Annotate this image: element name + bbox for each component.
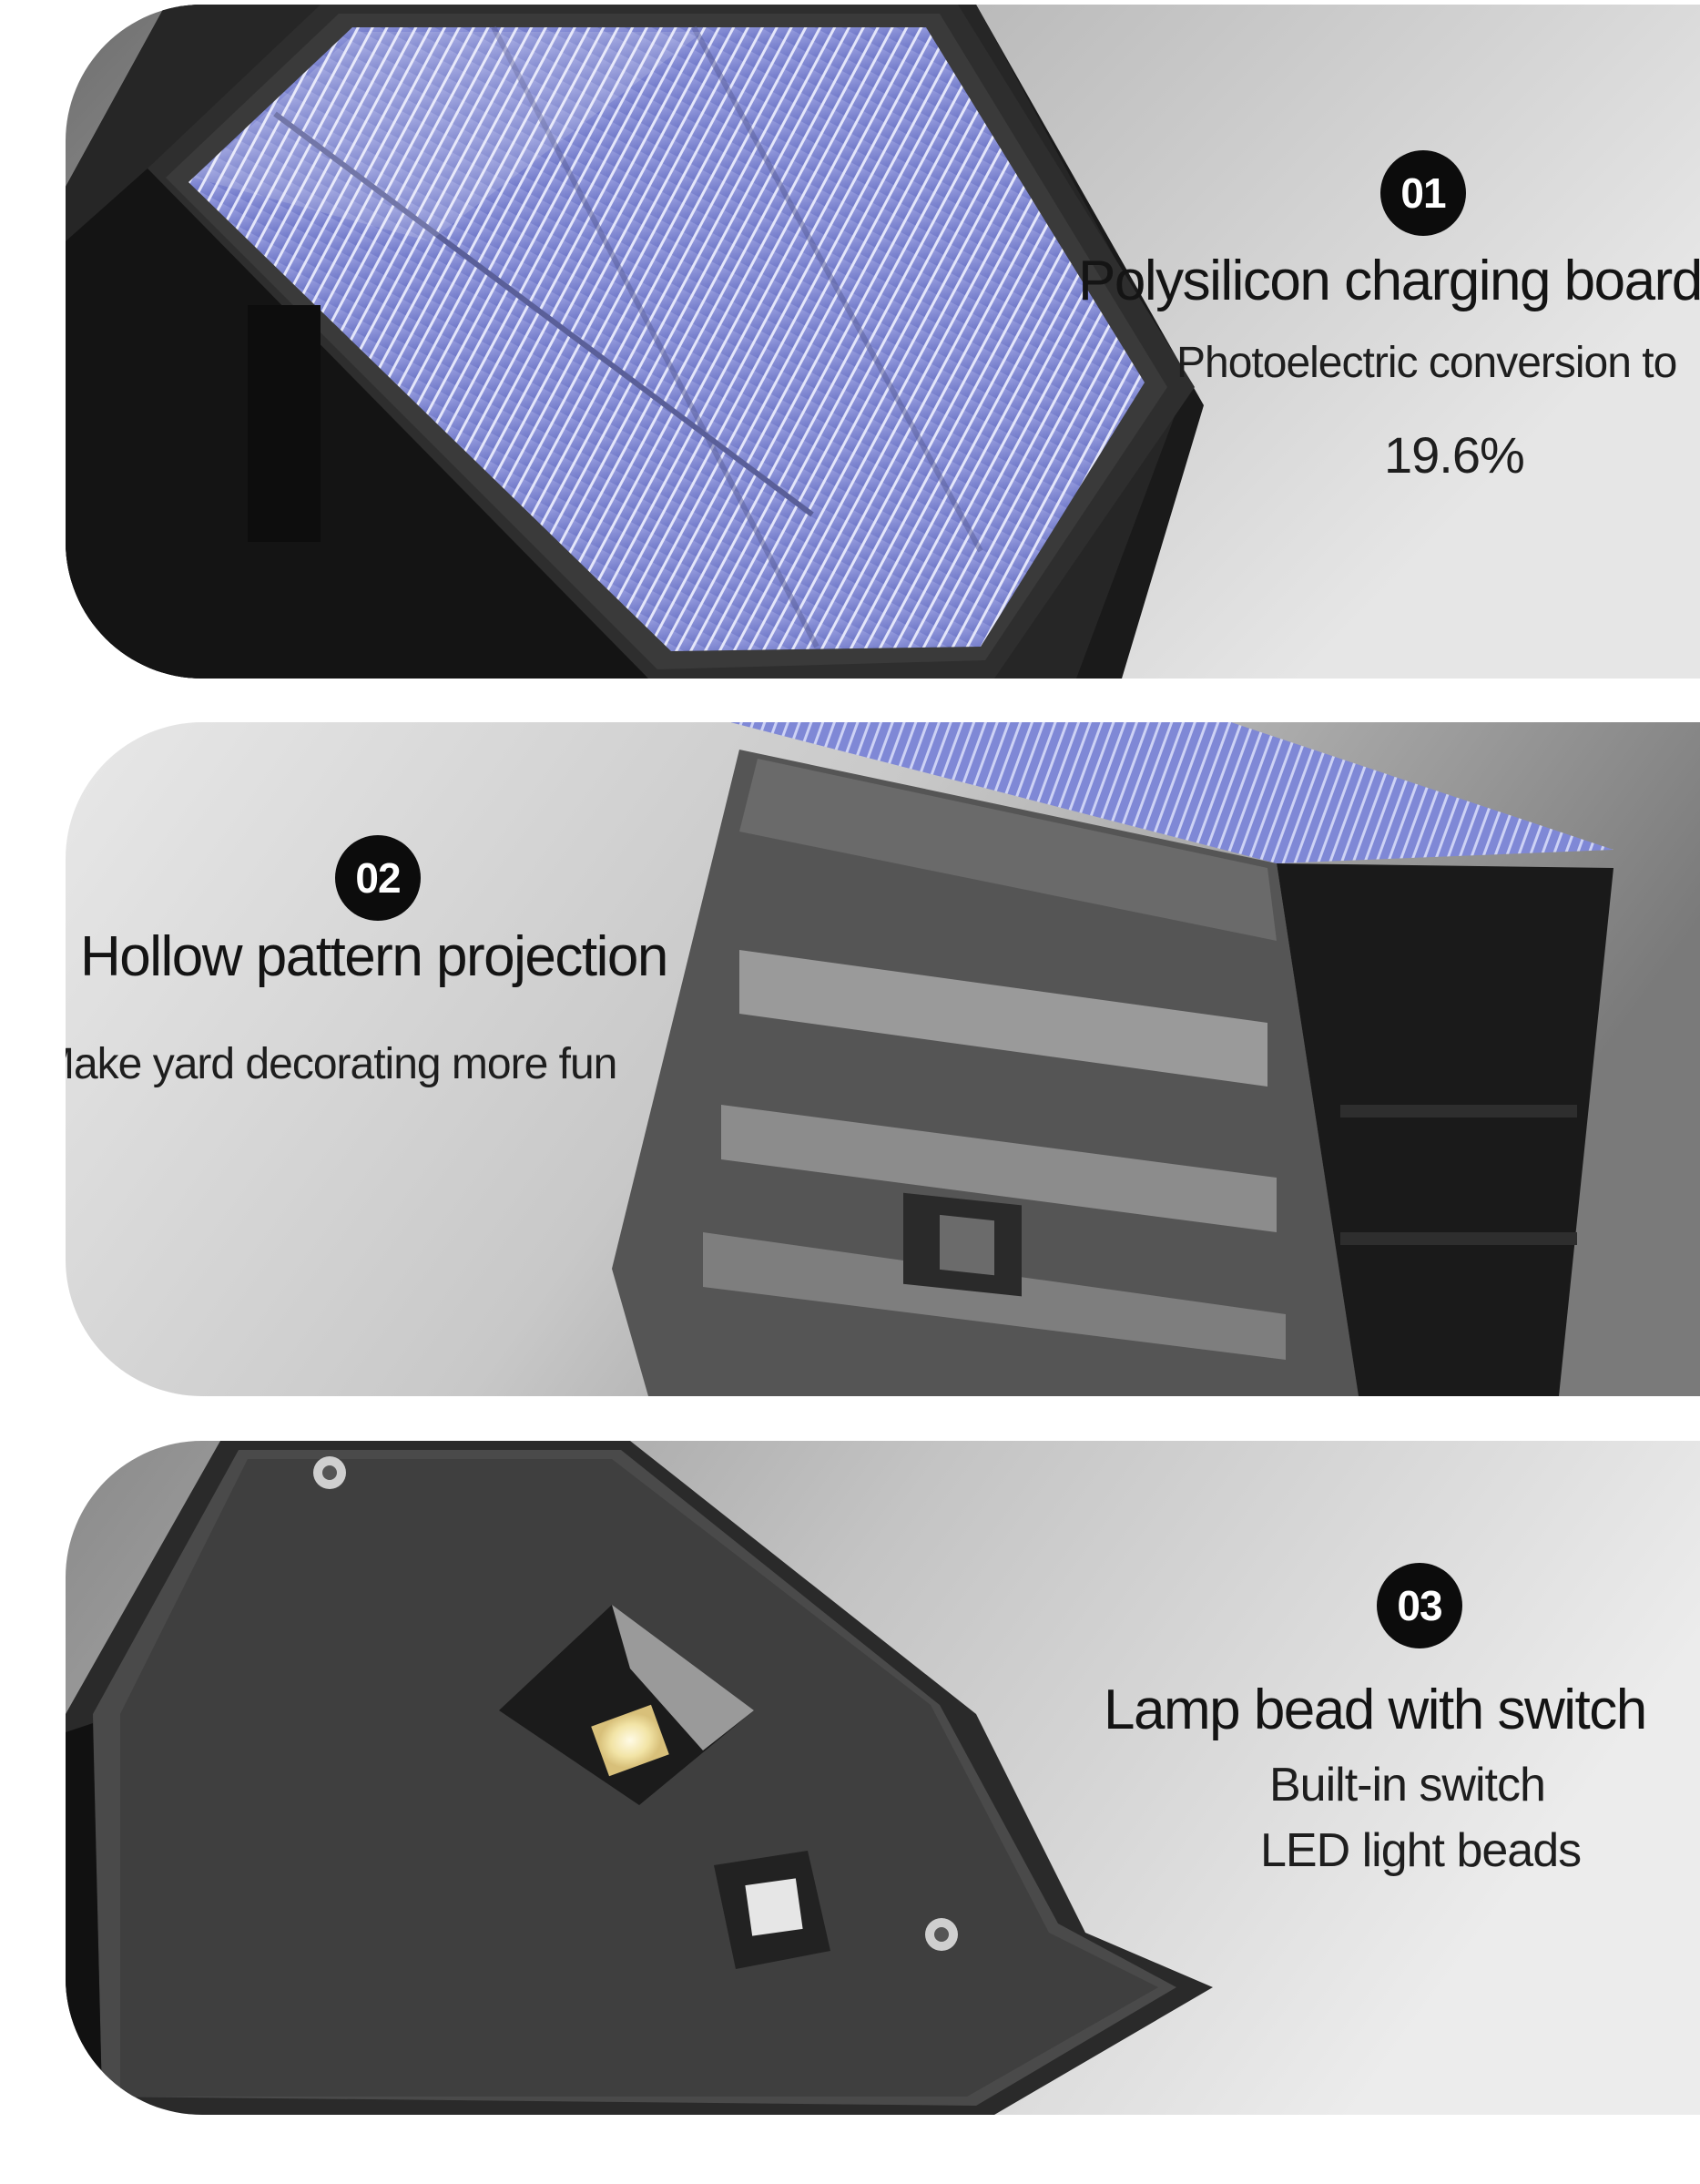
feature-title: Lamp bead with switch (1104, 1679, 1647, 1741)
feature-card-lamp-bead: 03 Lamp bead with switch Built-in switch… (66, 1441, 1700, 2115)
feature-card-hollow-pattern: 02 Hollow pattern projection Make yard d… (66, 722, 1700, 1396)
feature-desc-line-1: Built-in switch (1269, 1759, 1546, 1811)
feature-desc-line-2: 19.6% (1384, 426, 1525, 484)
feature-desc-line-1: Make yard decorating more fun (66, 1040, 617, 1088)
lamp-bead-photo (66, 1441, 1700, 2115)
feature-card-solar-panel: 01 Polysilicon charging board Photoelect… (66, 5, 1700, 679)
feature-title: Hollow pattern projection (80, 925, 668, 988)
badge-01: 01 (1380, 150, 1466, 236)
badge-02: 02 (335, 835, 421, 921)
hollow-pattern-photo (66, 722, 1700, 1396)
feature-title: Polysilicon charging board (1078, 250, 1700, 312)
feature-desc-line-1: Photoelectric conversion to (1176, 339, 1677, 387)
badge-03: 03 (1377, 1563, 1462, 1648)
solar-panel-photo (66, 5, 1700, 679)
feature-desc-line-2: LED light beads (1260, 1824, 1582, 1877)
